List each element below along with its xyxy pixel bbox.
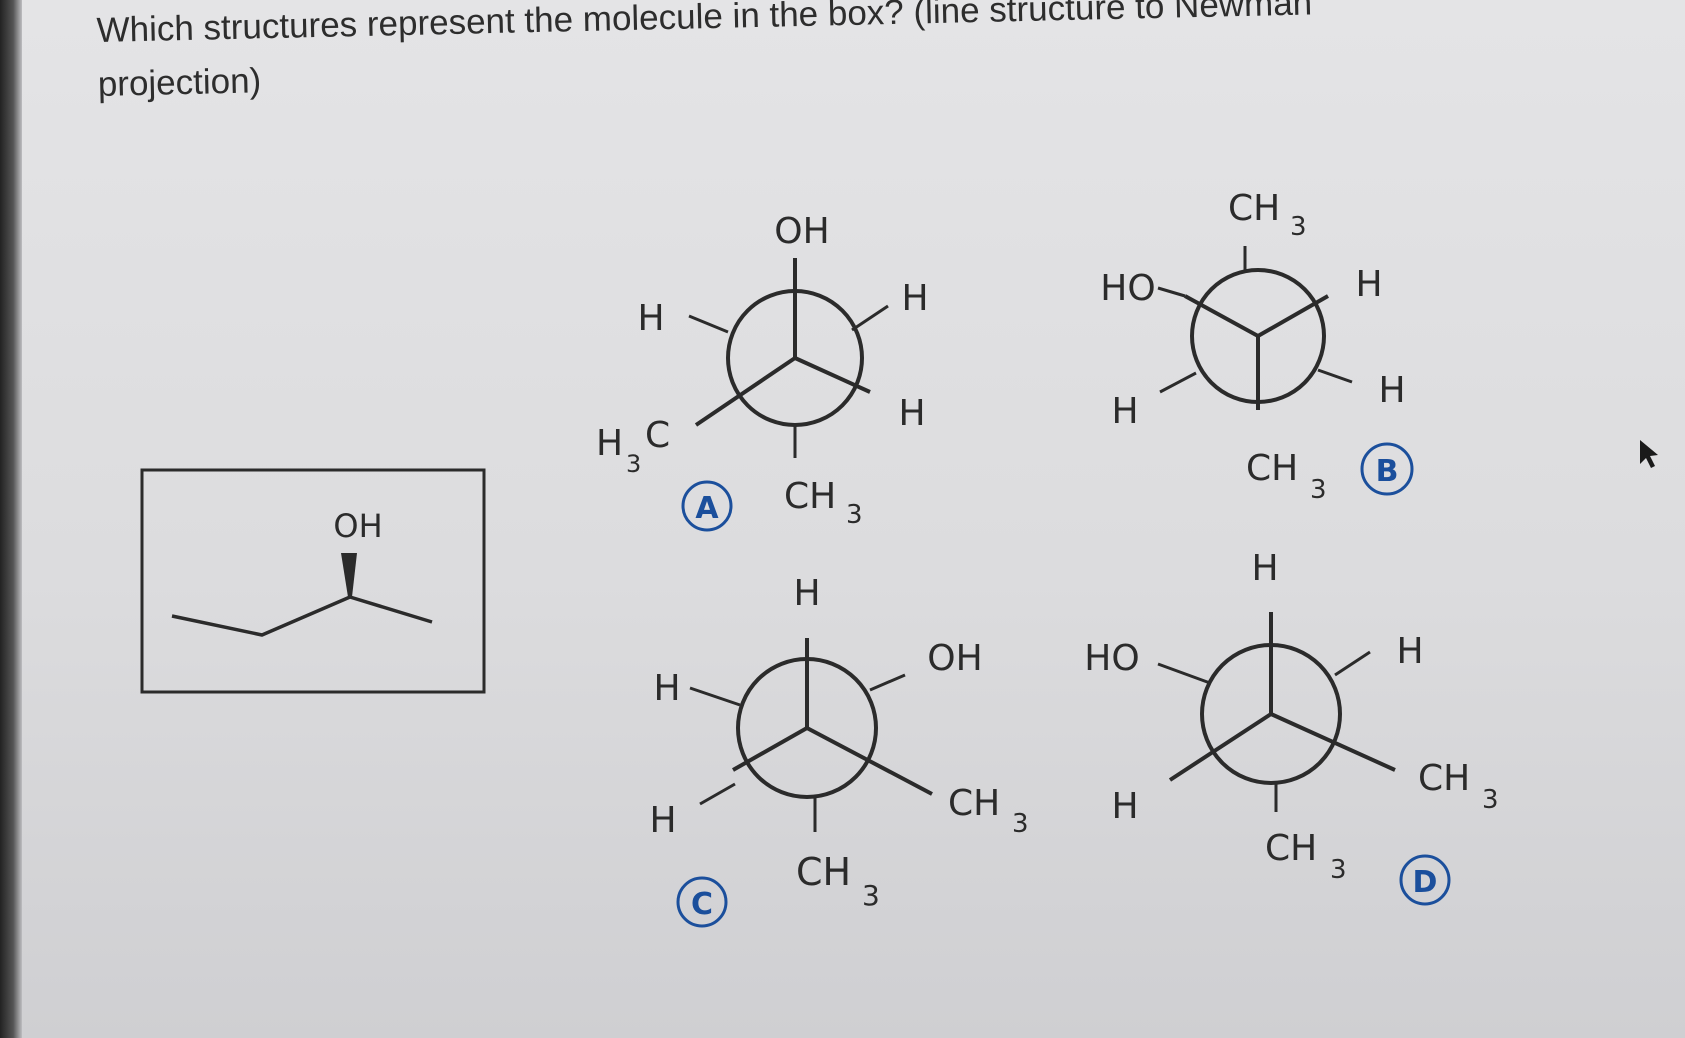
group-bottom-subscript: 3 <box>846 500 863 530</box>
newman-projection-b: CH 3 HO H H H CH 3 B <box>1100 188 1414 505</box>
group-lower-left-h: H <box>596 423 623 464</box>
group-lower-left-c: C <box>645 415 670 456</box>
wedge-bond <box>341 553 357 597</box>
group-lower-right-label: CH 3 <box>1418 758 1499 815</box>
group-lower-left-subscript: 3 <box>626 450 641 478</box>
group-bottom-subscript: 3 <box>1310 475 1327 505</box>
newman-projection-d: H HO H H CH 3 CH 3 D <box>1084 548 1499 906</box>
front-bond-lower-right <box>794 356 871 394</box>
group-bottom-subscript: 3 <box>862 879 880 912</box>
box-oh-label: OH <box>333 507 382 545</box>
group-bottom-ch: CH <box>796 850 851 894</box>
rear-bond-upper-left <box>688 314 729 334</box>
rear-bond-upper-right <box>869 673 906 692</box>
front-bond-upper-right <box>1257 294 1329 338</box>
group-lower-right-ch: CH <box>1418 758 1470 799</box>
line-structure-box: OH <box>140 468 486 694</box>
newman-projection-a: OH H H H H 3 C CH 3 A <box>596 211 929 532</box>
newman-projection-c: H H H OH CH 3 CH 3 C <box>649 573 1029 928</box>
group-top-label: H <box>1251 548 1278 589</box>
group-bottom-ch: CH <box>1265 828 1317 869</box>
rear-bond-lower-left <box>1159 371 1197 394</box>
group-lower-right-label: H <box>1378 370 1405 411</box>
group-upper-right-label: H <box>1355 264 1382 305</box>
answer-letter-circle-b <box>1360 442 1414 496</box>
front-bond-upper-left <box>1184 294 1259 338</box>
rear-bond-lower-right <box>1317 368 1353 384</box>
front-bond-lower-left <box>1168 712 1273 782</box>
group-lower-right-subscript: 3 <box>1012 809 1029 839</box>
group-bottom-subscript: 3 <box>1330 855 1347 885</box>
group-upper-right-label: H <box>1396 631 1423 672</box>
front-bond-lower-left <box>732 726 808 772</box>
front-bond-lower-right <box>806 726 933 796</box>
group-lower-right-subscript: 3 <box>1482 785 1499 815</box>
bond-to-ho <box>1157 286 1186 298</box>
rear-bond-upper-right <box>851 304 889 332</box>
box-border <box>140 468 486 694</box>
rear-bond-upper-left <box>689 686 741 707</box>
answer-letter-b: B <box>1376 454 1399 489</box>
group-top-label: CH 3 <box>1228 188 1307 242</box>
answer-letter-a: A <box>695 491 719 526</box>
rear-bond-upper-right <box>1334 650 1371 677</box>
rear-bond-lower-left <box>699 782 736 806</box>
group-lower-left-label: H <box>1111 786 1138 827</box>
answer-letter-d: D <box>1413 865 1438 900</box>
answer-letter-circle-d <box>1399 854 1451 906</box>
group-upper-left-label: HO <box>1100 268 1155 309</box>
front-bond-lower-right <box>1270 712 1396 772</box>
group-bottom-label: CH 3 <box>1246 448 1327 505</box>
group-bottom-ch: CH <box>784 476 836 517</box>
answer-letter-circle-c <box>676 876 728 928</box>
group-lower-right-ch: CH <box>948 783 1000 824</box>
group-bottom-label: CH 3 <box>796 850 880 912</box>
group-top-label: OH <box>774 211 829 252</box>
group-lower-right-label: CH 3 <box>948 783 1029 839</box>
group-bottom-label: CH 3 <box>1265 828 1347 885</box>
group-lower-right-label: H <box>898 393 925 434</box>
skeletal-chain <box>171 595 433 637</box>
group-top-ch: CH <box>1228 188 1280 229</box>
answer-letter-circle-a <box>681 480 733 532</box>
group-lower-left-label: H <box>1111 391 1138 432</box>
group-bottom-label: CH 3 <box>784 476 863 530</box>
group-upper-left-label: H <box>637 298 664 339</box>
rear-bond-upper-left <box>1157 662 1211 685</box>
group-lower-left-label: H <box>649 800 676 841</box>
group-top-label: H <box>793 573 820 614</box>
mouse-cursor-icon <box>1640 440 1658 468</box>
group-top-subscript: 3 <box>1290 212 1307 242</box>
group-lower-left-ch3-label: H 3 C <box>596 415 670 478</box>
group-upper-right-label: H <box>901 278 928 319</box>
answer-letter-c: C <box>691 887 713 922</box>
group-bottom-ch: CH <box>1246 448 1298 489</box>
group-upper-right-label: OH <box>927 638 982 679</box>
group-upper-left-label: HO <box>1084 638 1139 679</box>
screen-edge <box>0 0 22 1038</box>
front-bond-lower-left <box>694 356 797 427</box>
group-upper-left-label: H <box>653 668 680 709</box>
